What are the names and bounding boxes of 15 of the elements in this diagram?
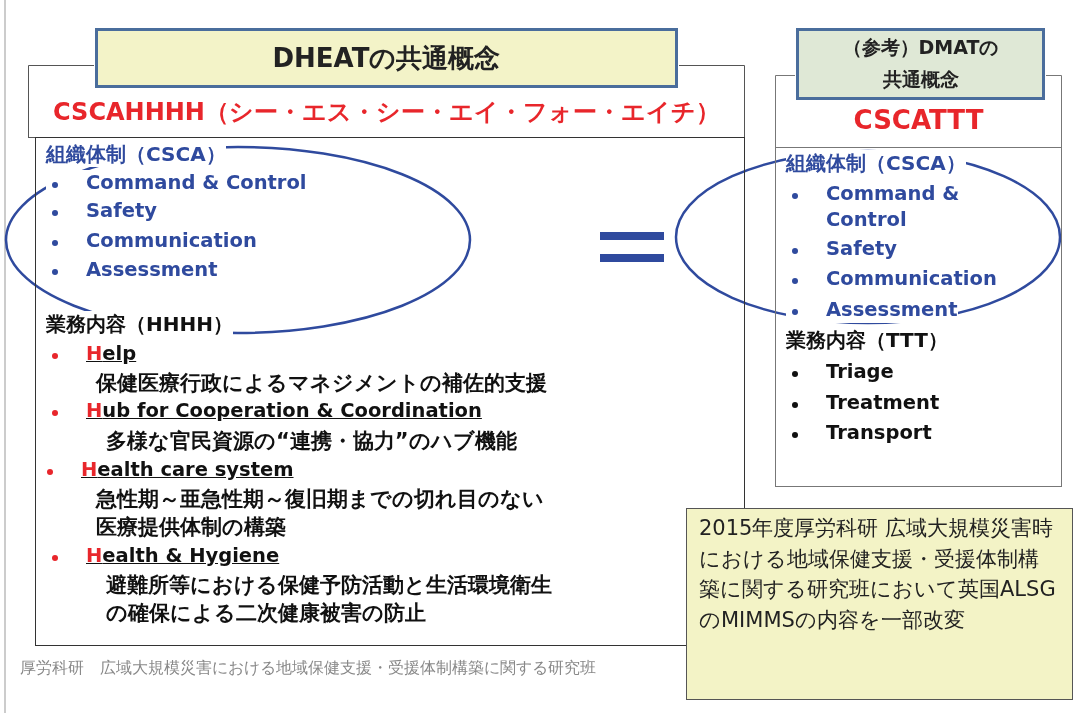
section-heading: 組織体制（CSCA）	[46, 141, 226, 167]
header-box	[28, 89, 745, 138]
acronym-heading: CSCAHHHH（シー・エス・シー・エイ・フォー・エイチ）	[52, 97, 721, 128]
note-text: 2015年度厚労科研 広域大規模災害時における地域保健支援・受援体制構築に関する研究班において英国ALSGのMIMMSの内容を一部改変	[698, 515, 1057, 634]
title-box	[95, 28, 678, 88]
acronym-heading: CSCATTT	[852, 104, 985, 137]
section-heading: 業務内容（HHHH）	[46, 311, 233, 337]
content-box	[775, 147, 1062, 487]
title-text: （参考）DMATの共通概念	[841, 35, 1000, 92]
header-box	[775, 101, 1062, 148]
footer-note: 厚労科研 広域大規模災害における地域保健支援・受援体制構築に関する研究班	[20, 658, 596, 679]
title-box	[796, 28, 1045, 100]
section-heading: 組織体制（CSCA）	[786, 150, 966, 176]
note-box	[686, 508, 1073, 700]
title-text: DHEATの共通概念	[271, 42, 502, 75]
